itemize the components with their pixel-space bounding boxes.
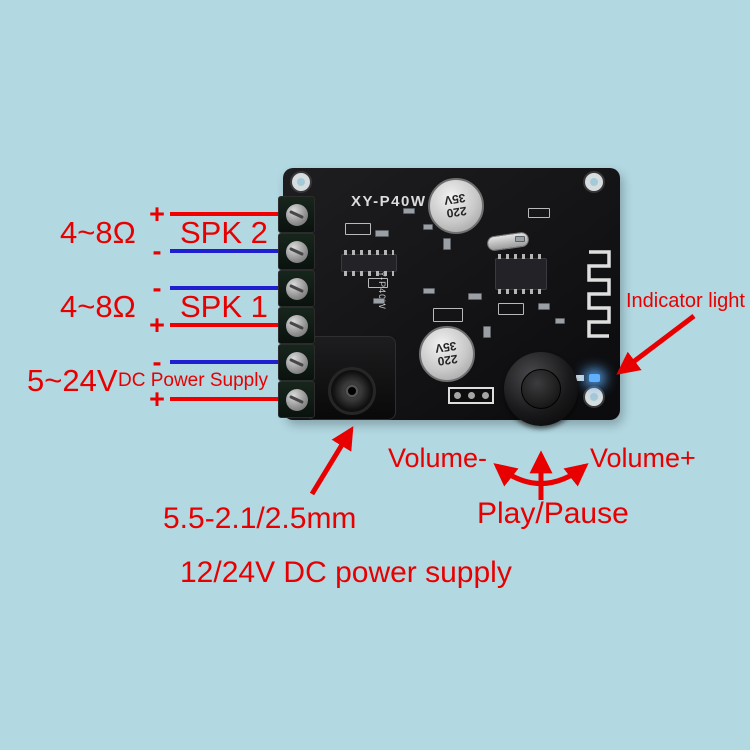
spk2-positive-wire <box>170 212 296 216</box>
spk2-positive-sign: + <box>149 199 165 229</box>
indicator-led <box>589 374 600 382</box>
smd-component <box>538 303 550 310</box>
terminal-spk2-positive <box>278 196 315 233</box>
jack-barrel-opening <box>328 367 376 415</box>
dc-power-jack <box>306 336 396 420</box>
spk1-negative-sign: - <box>152 273 162 303</box>
spk2-impedance: 4~8Ω <box>60 215 136 250</box>
bluetooth-chip <box>495 254 547 294</box>
silkscreen-mark <box>368 278 388 288</box>
spk1-positive-sign: + <box>149 310 165 340</box>
terminal-spk1-positive <box>278 307 315 344</box>
spk1-impedance: 4~8Ω <box>60 289 136 324</box>
mounting-hole <box>585 388 603 406</box>
smd-component <box>515 236 525 242</box>
capacitor-marking: 220 35V <box>444 192 469 221</box>
volume-minus-label: Volume- <box>388 443 488 473</box>
terminal-screw <box>286 389 308 411</box>
ic-pins <box>498 254 544 259</box>
smd-component <box>423 288 435 294</box>
smd-component <box>373 298 385 304</box>
electrolytic-capacitor: 220 35V <box>419 326 475 382</box>
silkscreen-mark <box>345 223 371 235</box>
silkscreen-mark <box>433 308 463 322</box>
terminal-spk1-negative <box>278 270 315 307</box>
terminal-screw <box>286 204 308 226</box>
ic-pins <box>498 289 544 294</box>
terminal-power-positive <box>278 381 315 418</box>
amplifier-pcb: XY-P40W XY-P40W 220 35V 220 35V <box>283 168 620 426</box>
jack-arrow <box>309 426 354 496</box>
power-voltage: 5~24V <box>27 363 118 398</box>
smd-component <box>423 224 433 230</box>
board-model-silkscreen: XY-P40W <box>351 193 427 210</box>
power-positive-wire <box>170 397 296 401</box>
power-negative-sign: - <box>152 347 162 377</box>
volume-arc-arrow <box>493 463 589 487</box>
terminal-power-negative <box>278 344 315 381</box>
spk2-label: SPK 2 <box>180 215 268 250</box>
ic-pins <box>344 250 394 255</box>
indicator-arrow <box>616 314 696 375</box>
dc-power-note-label: 12/24V DC power supply <box>180 556 512 589</box>
terminal-screw <box>286 241 308 263</box>
smd-component <box>555 318 565 324</box>
led-pad <box>576 375 584 381</box>
play-pause-label: Play/Pause <box>477 497 629 530</box>
power-label: DC Power Supply <box>118 370 268 391</box>
spk1-negative-wire <box>170 286 296 290</box>
amplifier-chip <box>341 250 397 276</box>
smd-component <box>375 230 389 237</box>
mounting-hole <box>292 173 310 191</box>
smd-component <box>443 238 451 250</box>
jack-center-pin <box>346 385 358 397</box>
smd-component <box>483 326 491 338</box>
electrolytic-capacitor: 220 35V <box>428 178 484 234</box>
jack-size-label: 5.5-2.1/2.5mm <box>163 502 357 535</box>
smd-component <box>468 293 482 300</box>
mounting-hole <box>585 173 603 191</box>
terminal-screw <box>286 315 308 337</box>
spk1-positive-wire <box>170 323 296 327</box>
spk2-negative-sign: - <box>152 236 162 266</box>
power-negative-wire <box>170 360 296 364</box>
spk2-negative-wire <box>170 249 296 253</box>
ic-pins <box>344 271 394 276</box>
bluetooth-antenna-trace <box>587 250 611 338</box>
pin-header <box>448 387 494 404</box>
volume-plus-label: Volume+ <box>590 443 696 473</box>
silkscreen-mark <box>498 303 524 315</box>
terminal-screw <box>286 278 308 300</box>
indicator-light-label: Indicator light <box>626 290 745 312</box>
smd-component <box>403 208 415 214</box>
power-positive-sign: + <box>149 384 165 414</box>
terminal-spk2-negative <box>278 233 315 270</box>
terminal-screw <box>286 352 308 374</box>
capacitor-marking: 220 35V <box>435 340 460 369</box>
silkscreen-mark <box>528 208 550 218</box>
volume-play-knob <box>504 352 578 426</box>
spk1-label: SPK 1 <box>180 289 268 324</box>
knob-center <box>521 369 561 409</box>
